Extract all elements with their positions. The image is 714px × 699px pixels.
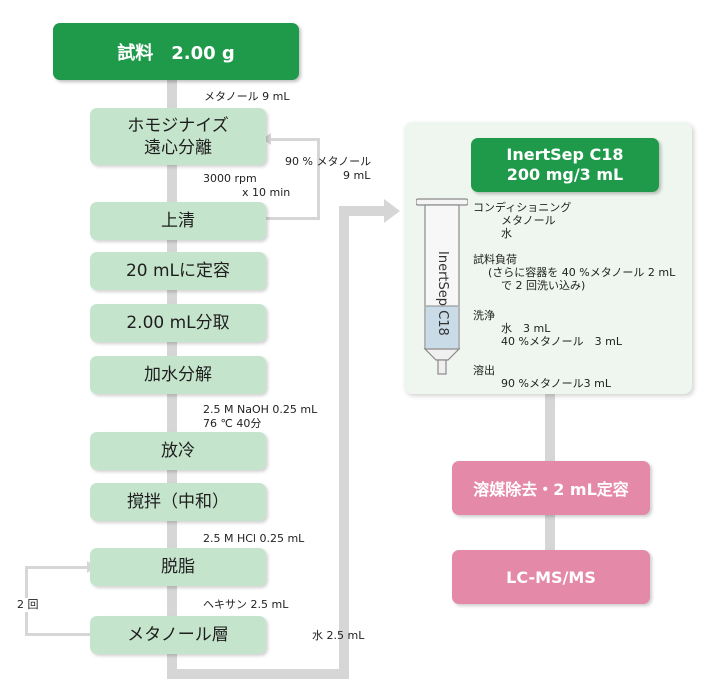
arrow-to-spe [384, 199, 400, 223]
step-stir: 撹拌（中和） [90, 483, 266, 521]
recycle-arrow [262, 133, 271, 145]
step-homogenize-line1: ホモジナイズ [127, 115, 229, 136]
step-cool: 放冷 [90, 432, 266, 470]
step-defat: 脱脂 [90, 548, 266, 586]
spe-cond-methanol: メタノール [501, 214, 556, 227]
spe-title-line2: 200 mg/3 mL [506, 165, 624, 184]
note-centrifuge-time: x 10 min [242, 186, 291, 199]
step-supernatant: 上清 [90, 202, 266, 240]
right-riser [339, 206, 349, 679]
step-methanol-layer: メタノール層 [90, 616, 266, 654]
note-hexane: ヘキサン 2.5 mL [203, 598, 289, 611]
step-evaporate: 溶媒除去・2 mL定容 [452, 461, 650, 515]
right-feed [339, 206, 387, 216]
note-methanol: メタノール 9 mL [204, 90, 290, 103]
sample-box: 試料 2.00 g [53, 23, 299, 80]
spe-load-detail-2: で 2 回洗い込み) [501, 279, 586, 292]
note-centrifuge-rpm: 3000 rpm [203, 172, 257, 185]
note-recycle-methanol: 90 % メタノール [285, 155, 372, 168]
note-heat: 76 ℃ 40分 [203, 417, 262, 430]
bottom-connector [167, 669, 345, 679]
spe-wash: 洗浄 [473, 309, 495, 322]
spe-wash-methanol: 40 %メタノール 3 mL [501, 335, 622, 348]
spe-title: InertSep C18 200 mg/3 mL [471, 138, 659, 192]
spe-wash-water: 水 3 mL [501, 322, 551, 335]
step-aliquot: 2.00 mL分取 [90, 304, 266, 342]
spe-load-detail-1: (さらに容器を 40 %メタノール 2 mL [488, 266, 676, 279]
spe-elute-methanol: 90 %メタノール3 mL [501, 377, 611, 390]
step-analysis: LC-MS/MS [452, 550, 650, 604]
spe-load: 試料負荷 [473, 253, 517, 266]
spe-cartridge-label: InertSep C18 [435, 251, 450, 336]
note-recycle-volume: 9 mL [343, 169, 371, 182]
note-hcl: 2.5 M HCl 0.25 mL [203, 532, 305, 545]
note-water: 水 2.5 mL [312, 629, 365, 642]
note-repeat: 2 回 [15, 598, 41, 612]
recycle-loop [266, 138, 320, 220]
step-hydrolysis: 加水分解 [90, 356, 266, 394]
step-homogenize: ホモジナイズ 遠心分離 [90, 108, 266, 165]
step-homogenize-line2: 遠心分離 [144, 137, 212, 158]
spe-elute: 溶出 [473, 364, 495, 377]
spe-title-line1: InertSep C18 [506, 145, 624, 164]
note-naoh: 2.5 M NaOH 0.25 mL [203, 403, 318, 416]
spe-cond-water: 水 [501, 227, 512, 240]
spe-conditioning: コンディショニング [473, 201, 572, 214]
spe-cartridge-icon [416, 198, 468, 375]
step-dilute: 20 mLに定容 [90, 252, 266, 290]
